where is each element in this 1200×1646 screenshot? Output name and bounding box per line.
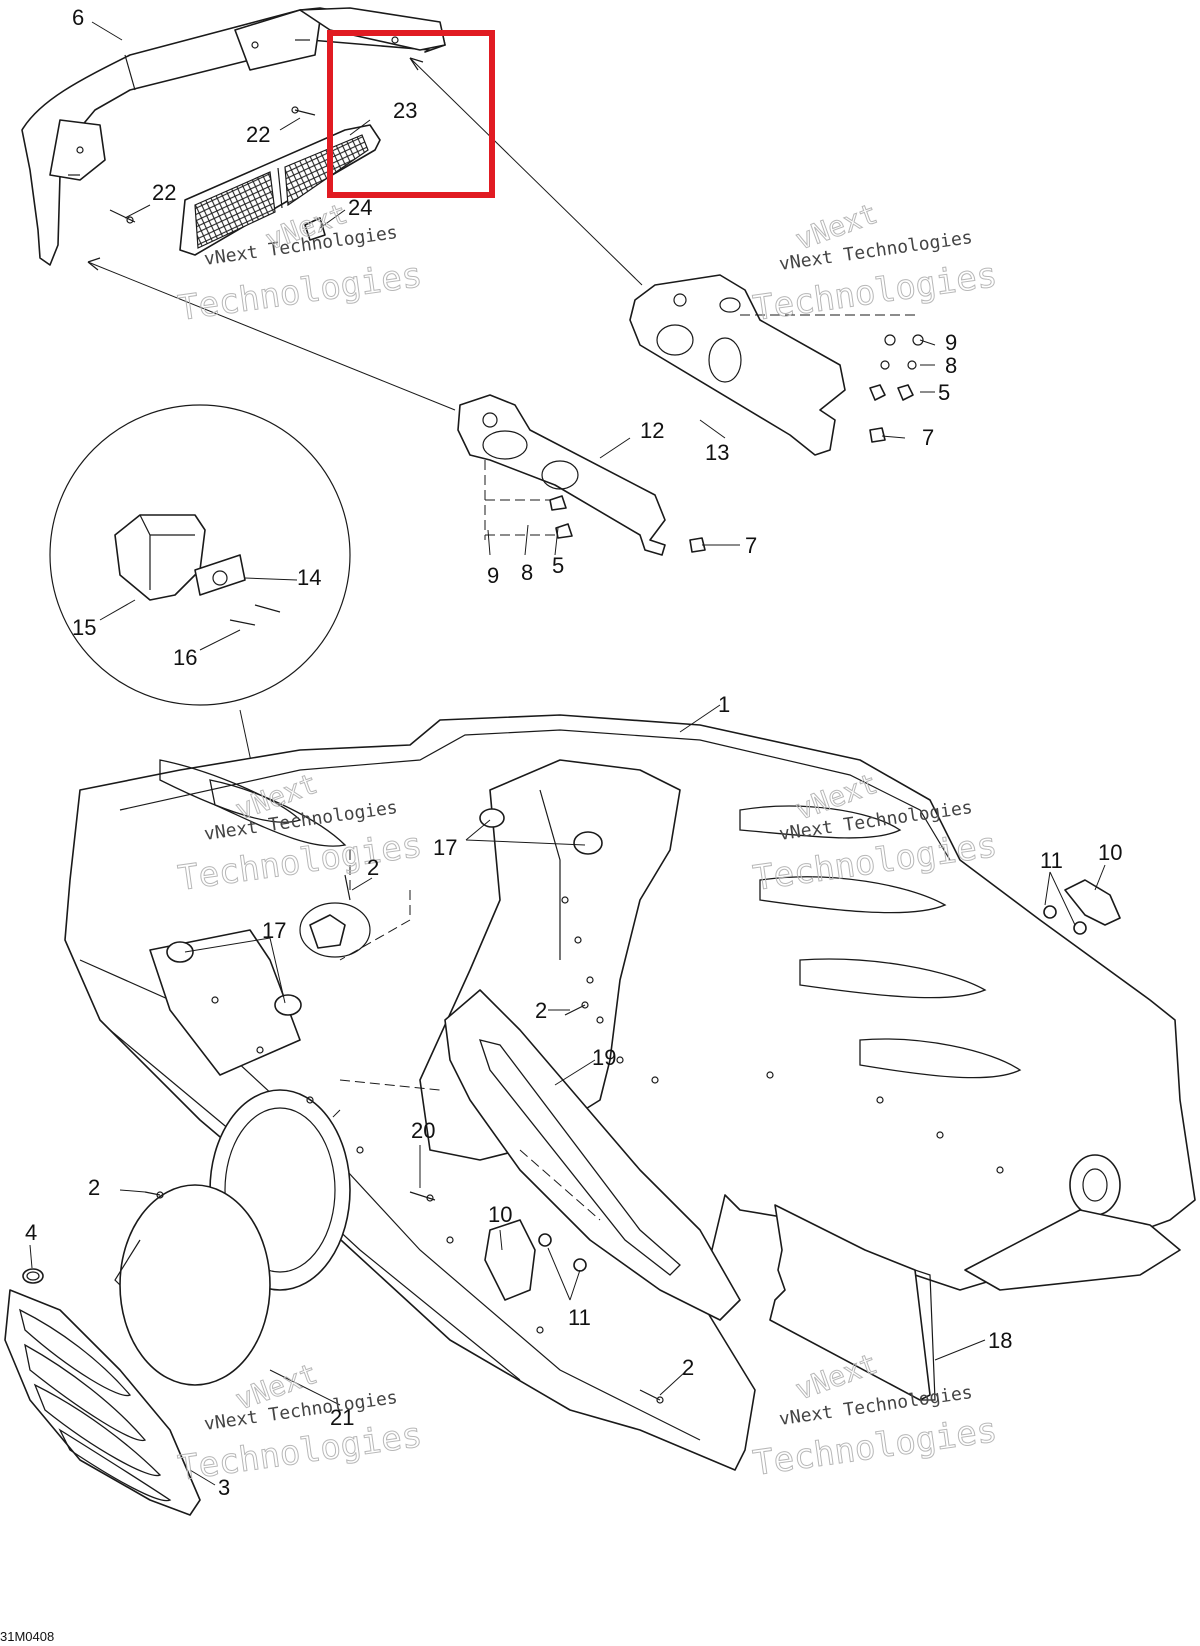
assembly-arrow-lower	[87, 261, 456, 411]
callout-1: 1	[718, 692, 730, 717]
callout-labels: 6 22 22 23 24 9 8 5 7 13 12 7 9 8 5 14 1…	[25, 5, 1122, 1500]
part-22-rivet	[109, 106, 316, 224]
callout-5: 5	[552, 553, 564, 578]
callout-9: 9	[487, 563, 499, 588]
callout-5: 5	[938, 380, 950, 405]
callout-17: 17	[433, 835, 457, 860]
callout-11: 11	[568, 1305, 591, 1330]
callout-14: 14	[297, 565, 321, 590]
callout-2: 2	[682, 1355, 694, 1380]
callout-23: 23	[393, 98, 417, 123]
highlight-box	[327, 30, 495, 198]
assembly-arrow-upper	[409, 57, 643, 286]
callout-6: 6	[72, 5, 84, 30]
callout-10: 10	[1098, 840, 1122, 865]
callout-10: 10	[488, 1202, 512, 1227]
callout-20: 20	[411, 1118, 435, 1143]
callout-24: 24	[348, 195, 372, 220]
callout-13: 13	[705, 440, 729, 465]
callout-18: 18	[988, 1328, 1012, 1353]
callout-22: 22	[152, 180, 176, 205]
part-2-rivet-d	[344, 874, 351, 901]
part-12-bracket	[457, 394, 666, 556]
callout-8: 8	[521, 560, 533, 585]
part-13-bracket	[629, 274, 915, 456]
callout-3: 3	[218, 1475, 230, 1500]
hardware-9-8-5-right	[869, 334, 924, 443]
part-20-rivet	[409, 1191, 436, 1201]
callout-2: 2	[535, 998, 547, 1023]
callout-2: 2	[88, 1175, 100, 1200]
callout-12: 12	[640, 418, 664, 443]
callout-16: 16	[173, 645, 197, 670]
leader-lines	[29, 21, 1106, 1486]
callout-15: 15	[72, 615, 96, 640]
part-24-clip	[304, 217, 326, 241]
part-4-plug	[22, 1268, 44, 1284]
callout-9: 9	[945, 330, 957, 355]
part-10-clip-lower	[484, 1219, 587, 1301]
callout-22: 22	[246, 122, 270, 147]
part-3-louvre-panel	[4, 1289, 201, 1516]
drawing-code: 31M0408	[0, 1629, 54, 1644]
callout-7: 7	[922, 425, 934, 450]
part-2-rivet-a	[564, 1004, 586, 1016]
part-6-rear-bumper	[21, 7, 446, 266]
callout-2: 2	[367, 855, 379, 880]
callout-4: 4	[25, 1220, 37, 1245]
callout-7: 7	[745, 533, 757, 558]
callout-21: 21	[330, 1405, 354, 1430]
part-18-insulation	[769, 1204, 936, 1401]
callout-8: 8	[945, 353, 957, 378]
part-21-cover-disc	[114, 1184, 271, 1386]
callout-17: 17	[262, 918, 286, 943]
part-1-main-body	[64, 714, 1196, 1471]
part-2-rivet-c	[639, 1389, 661, 1401]
callout-11: 11	[1040, 848, 1063, 873]
part-19-side-panel	[329, 989, 741, 1321]
part-10-clip-upper	[1043, 879, 1121, 935]
callout-19: 19	[592, 1045, 616, 1070]
